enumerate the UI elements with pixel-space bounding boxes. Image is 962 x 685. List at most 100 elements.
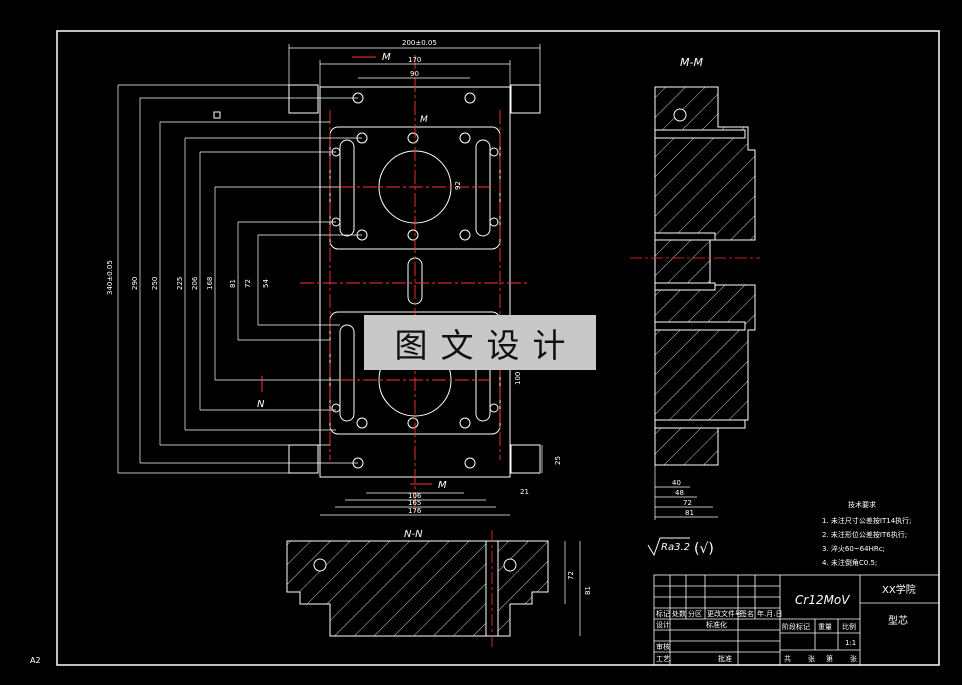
section-mm — [630, 86, 760, 520]
slot-left — [339, 139, 355, 237]
dim-168: 168 — [206, 277, 214, 290]
mm-dims — [654, 465, 718, 520]
dim-25: 25 — [554, 456, 562, 465]
hole — [459, 132, 471, 144]
tb-col: 更改文件号 — [707, 609, 742, 618]
sheet-size-label: A2 — [30, 656, 41, 665]
slot-right — [475, 139, 491, 237]
nn-hole — [503, 558, 517, 572]
dim-21: 21 — [520, 488, 529, 496]
hole — [489, 403, 499, 413]
center-lines — [300, 55, 530, 512]
hole — [407, 229, 419, 241]
hole — [356, 417, 368, 429]
tb-sheet-word: 张 — [850, 654, 857, 663]
section-nn — [286, 530, 581, 650]
section-mm-labels: M-M 40 48 72 81 — [672, 56, 703, 517]
dim-72: 72 — [244, 279, 252, 288]
tb-row-process: 工艺 — [656, 655, 670, 663]
top-view — [117, 44, 543, 516]
mm-dim-72: 72 — [683, 499, 692, 507]
roughness-check: (√) — [694, 541, 714, 557]
dim-54: 54 — [262, 279, 270, 288]
mm-slot — [654, 232, 716, 241]
dim-206: 206 — [191, 276, 199, 290]
title-block — [653, 574, 940, 666]
mm-dim-40: 40 — [672, 479, 681, 487]
watermark-text: 图文设计 — [394, 325, 579, 365]
tb-col: 处数 — [672, 609, 686, 618]
mm-dim-48: 48 — [675, 489, 684, 497]
mm-hole — [673, 108, 687, 122]
roughness-symbol: Ra3.2 (√) — [647, 537, 714, 557]
hole — [459, 417, 471, 429]
tb-col: 分区 — [688, 609, 702, 618]
nn-dim-81: 81 — [584, 586, 592, 595]
tb-col: 标记 — [656, 609, 670, 618]
dim-90: 90 — [410, 70, 419, 78]
section-nn-body — [286, 540, 549, 637]
dim-overall-width: 200±0.05 — [402, 39, 437, 47]
center-mark-label: M — [420, 115, 428, 125]
roughness-text: Ra3.2 — [661, 542, 690, 553]
watermark-banner: 图文设计 — [364, 315, 596, 370]
small-square-mark — [213, 111, 221, 119]
tb-row-review: 审核 — [656, 642, 670, 651]
title-block-text: 标记 处数 分区 更改文件号 签名 年.月.日 设计 标准化 审核 工艺 批准 … — [656, 583, 916, 663]
note-item: 2. 未注形位公差按IT6执行; — [822, 530, 907, 539]
hole — [464, 92, 476, 104]
tb-school: XX学院 — [882, 583, 916, 596]
holes — [331, 92, 499, 469]
dim-290: 290 — [131, 277, 139, 290]
hole — [459, 229, 471, 241]
section-nn-labels: N-N 72 81 — [404, 529, 592, 595]
nn-dim-72: 72 — [567, 571, 575, 580]
corner-slot — [288, 444, 319, 474]
dim-lines-top — [288, 44, 541, 87]
dim-lines-bottom — [320, 492, 510, 516]
mm-slot — [654, 129, 746, 139]
tb-col: 年.月.日 — [757, 609, 782, 618]
tb-material: Cr12MoV — [795, 593, 850, 607]
corner-slot — [288, 84, 319, 114]
tb-page: 第 — [826, 654, 833, 663]
tb-scale: 比例 — [842, 622, 856, 631]
dim-165: 165 — [408, 499, 421, 507]
technical-notes: 技术要求 1. 未注尺寸公差按IT14执行; 2. 未注形位公差按IT6执行; … — [822, 500, 912, 567]
corner-slot — [510, 84, 541, 114]
mm-slot — [654, 282, 716, 291]
section-m-top-label: M — [382, 52, 391, 63]
dim-lines-left — [117, 84, 362, 474]
slot-left — [339, 324, 355, 422]
note-item: 1. 未注尺寸公差按IT14执行; — [822, 516, 912, 525]
hole — [489, 147, 499, 157]
hole — [464, 457, 476, 469]
dim-100: 100 — [514, 372, 522, 385]
corner-slot — [510, 444, 541, 474]
tb-part-name: 型芯 — [888, 614, 908, 627]
dim-106: 106 — [408, 492, 422, 500]
section-m-bottom-label: M — [438, 480, 447, 491]
hole — [407, 417, 419, 429]
dim-176: 176 — [408, 507, 422, 515]
section-nn-title: N-N — [404, 529, 423, 540]
tb-col: 签名 — [740, 609, 754, 618]
nn-hole — [313, 558, 327, 572]
notes-title: 技术要求 — [848, 500, 876, 509]
note-item: 4. 未注倒角C0.5; — [822, 558, 877, 567]
section-mm-body — [654, 86, 756, 466]
dim-81: 81 — [229, 279, 237, 288]
tb-standardize: 标准化 — [706, 620, 727, 629]
tb-stage: 阶段标记 — [782, 622, 810, 631]
tb-total: 共 — [784, 654, 791, 663]
dim-225: 225 — [176, 277, 184, 290]
hole — [407, 132, 419, 144]
mm-slot — [654, 419, 746, 429]
note-item: 3. 淬火60~64HRc; — [822, 544, 885, 553]
tb-weight: 重量 — [818, 623, 832, 631]
tb-sheets: 张 — [808, 654, 815, 663]
tb-approve: 批准 — [718, 654, 732, 663]
tb-row-design: 设计 — [656, 620, 670, 629]
drawing-frame — [56, 30, 940, 666]
